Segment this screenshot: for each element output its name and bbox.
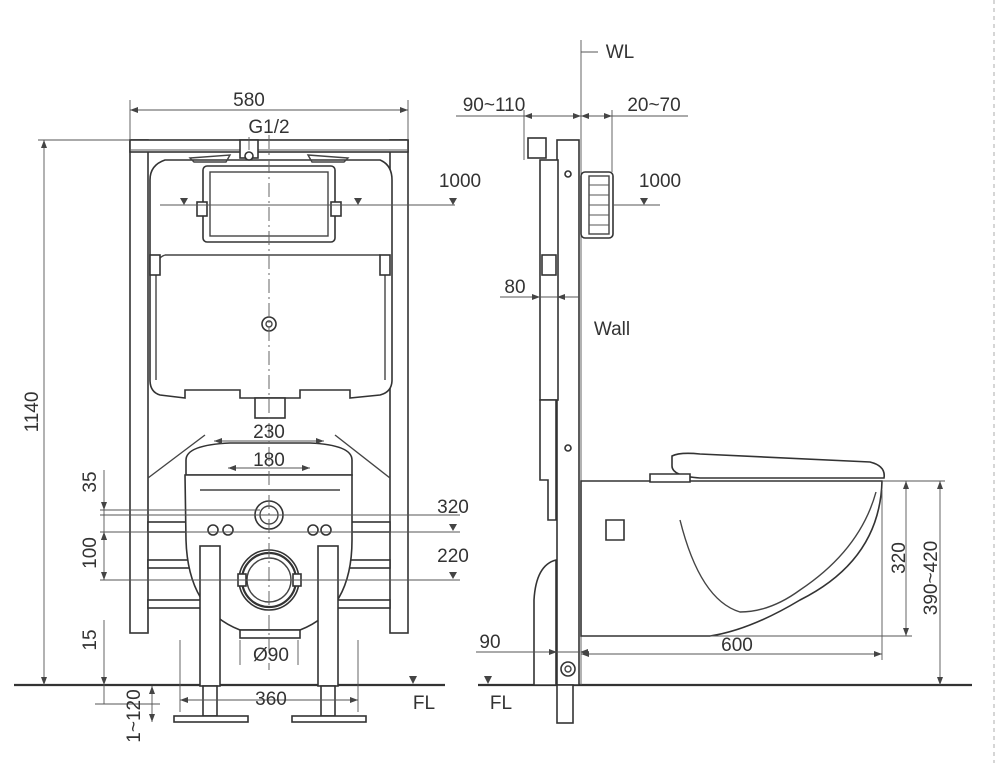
dim-foot-spacing-label: 360 (255, 689, 287, 710)
dim-90-label: 90 (479, 632, 500, 653)
dim-600 (581, 490, 883, 660)
front-valve-height-label: 1000 (439, 171, 481, 192)
dim-320-side-label: 320 (889, 542, 910, 574)
dim-360 (179, 640, 359, 712)
side-frame (527, 137, 580, 724)
front-floor-label: FL (413, 693, 435, 714)
dim-230-180 (214, 438, 324, 471)
dim-20-70 (581, 110, 688, 172)
toilet-bowl-side (580, 452, 886, 637)
dim-90-side (476, 649, 588, 655)
dim-height-label: 1140 (22, 392, 43, 433)
side-valve-height-label: 1000 (639, 171, 681, 192)
dim-35-label: 35 (80, 471, 101, 492)
side-flush-button (580, 171, 614, 239)
dim-15-label: 15 (80, 629, 101, 650)
dim-frame-depth-label: 90~110 (463, 95, 526, 116)
dim-100-label: 100 (80, 537, 101, 569)
side-floor-label: FL (490, 693, 512, 714)
dim-1000-front (160, 198, 457, 206)
dim-wall-thickness-label: 20~70 (627, 95, 680, 116)
dim-80-label: 80 (504, 277, 525, 298)
dim-seat-height-label: 390~420 (921, 541, 942, 616)
dim-220-front-label: 220 (437, 546, 469, 567)
dim-1140 (38, 139, 130, 685)
dim-width-label: 580 (233, 90, 265, 111)
cistern-outlet-pipe (254, 397, 286, 419)
dim-90-110 (456, 110, 581, 160)
dim-580 (129, 100, 409, 140)
dim-320-front-label: 320 (437, 497, 469, 518)
dim-foot-adjust-label: 1~120 (124, 689, 145, 742)
dim-foot-adjust (149, 686, 155, 722)
front-view: 580 G1/2 1140 1000 230 180 (14, 90, 481, 743)
dim-bowl-outer-label: 230 (253, 422, 285, 443)
dim-bowl-length-label: 600 (721, 635, 753, 656)
dim-bowl-inner-label: 180 (253, 450, 285, 471)
side-view: WL (456, 40, 972, 724)
frame-feet (173, 545, 367, 723)
dim-1000-side (613, 198, 660, 206)
wall-label: Wall (594, 319, 630, 340)
inlet-size-label: G1/2 (248, 117, 289, 138)
dim-80 (500, 294, 579, 300)
dim-diameter (239, 640, 299, 665)
dim-left-stack (95, 470, 460, 705)
wall-line-label: WL (606, 42, 635, 63)
dim-side-heights (710, 480, 945, 685)
dim-diameter-label: Ø90 (253, 645, 289, 666)
